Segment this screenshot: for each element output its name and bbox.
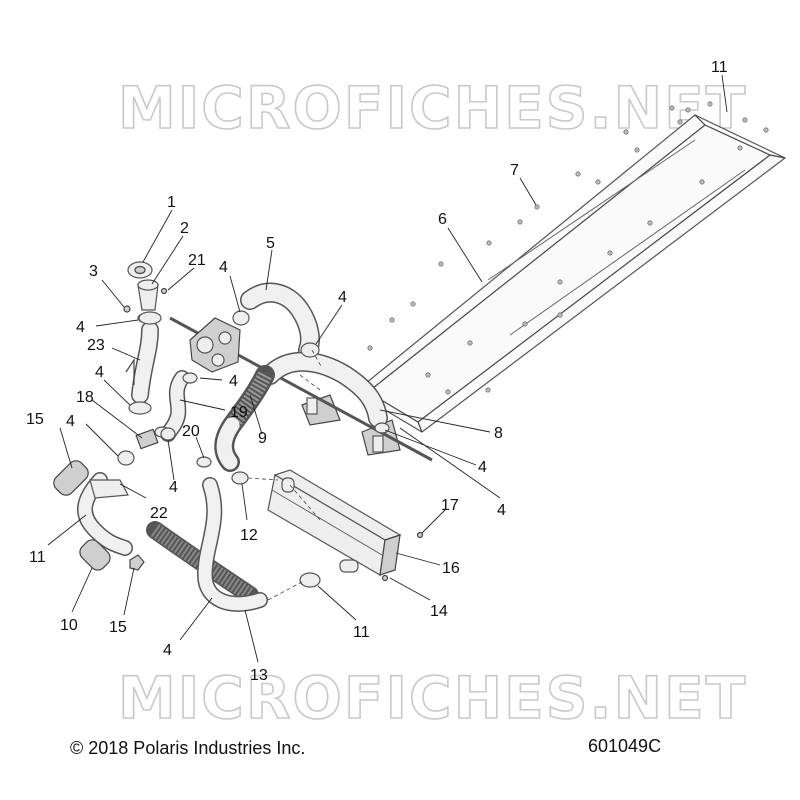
callout-5: 5	[266, 235, 275, 252]
callout-3: 3	[89, 263, 98, 280]
callout-4: 4	[338, 289, 347, 306]
callout-11: 11	[711, 59, 728, 76]
watermark-top: MICROFICHES.NET	[118, 74, 747, 142]
hose-12-13	[146, 477, 268, 612]
callout-6: 6	[438, 211, 447, 228]
grommets-15	[53, 460, 111, 571]
callout-8: 8	[494, 425, 503, 442]
callout-4: 11	[353, 624, 370, 641]
callout-19: 19	[230, 404, 248, 421]
tube-8	[260, 351, 388, 428]
callout-14: 15	[109, 619, 127, 636]
callout-9: 9	[258, 430, 267, 447]
callout-17: 22	[150, 505, 168, 522]
fiche-number: 601049C	[588, 736, 662, 756]
callout-11: 17	[441, 497, 459, 514]
callout-16: 11	[29, 549, 46, 566]
valve-housing	[189, 317, 241, 373]
callout-4: 4	[219, 259, 228, 276]
hose-5	[240, 282, 320, 360]
callout-4: 4	[95, 364, 104, 381]
callout-11: 14	[430, 603, 448, 620]
rivets	[367, 101, 769, 395]
callouts: 11 7 6 1 2 3 21 4 5 4 4 23 4 4 18 19 9 8…	[26, 59, 728, 684]
callout-15: 15	[26, 411, 44, 428]
callout-4: 4	[478, 459, 487, 476]
leader-lines	[47, 74, 728, 663]
callout-7: 7	[510, 162, 519, 179]
assembly-lines	[247, 349, 323, 601]
callout-12: 13	[250, 667, 268, 684]
callout-23: 23	[87, 337, 105, 354]
tube-16	[77, 472, 133, 556]
callout-22: 4	[497, 502, 506, 519]
callout-2: 2	[180, 220, 189, 237]
heat-exchanger-10	[267, 469, 424, 582]
hose-23	[125, 321, 159, 404]
hose-clamps	[117, 310, 390, 588]
callout-15: 10	[60, 617, 78, 634]
callout-1: 1	[167, 194, 176, 211]
copyright-text: © 2018 Polaris Industries Inc.	[70, 738, 306, 758]
callout-4: 4	[169, 479, 178, 496]
callout-4: 12	[240, 527, 258, 544]
callout-21: 21	[188, 252, 206, 269]
hose-9	[214, 365, 275, 472]
tunnel-cooler-frame	[301, 114, 787, 456]
callout-4: 4	[229, 373, 238, 390]
thermostat-cap-assembly	[123, 261, 168, 324]
callout-18: 18	[76, 389, 94, 406]
callout-13: 4	[163, 642, 172, 659]
callout-4: 4	[76, 319, 85, 336]
callout-4: 4	[66, 413, 75, 430]
watermark-bottom: MICROFICHES.NET	[118, 664, 747, 732]
callout-10: 16	[442, 560, 460, 577]
hose-19	[160, 370, 190, 442]
nut-14	[129, 554, 145, 571]
callout-20: 20	[182, 423, 200, 440]
